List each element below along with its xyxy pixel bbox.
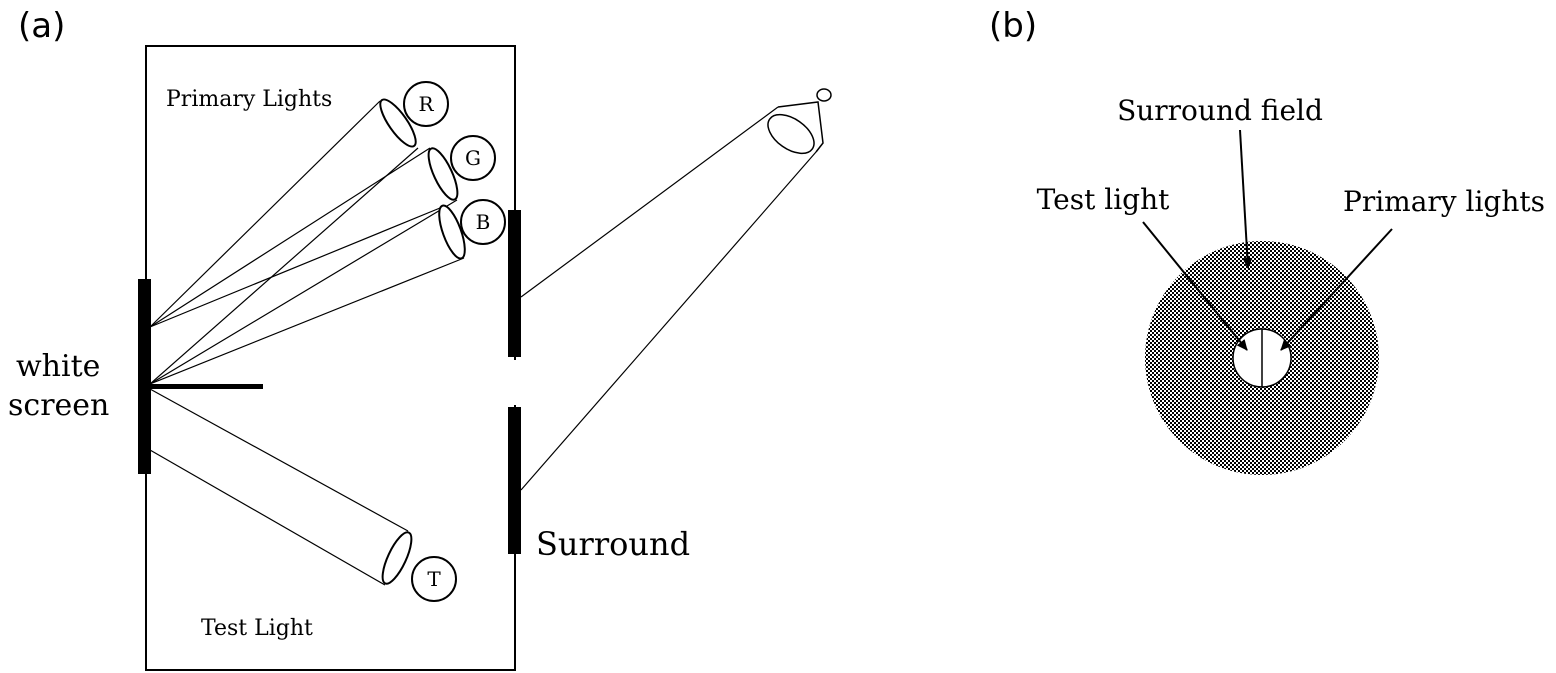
lamp-t-label: T bbox=[427, 567, 441, 591]
lens-b bbox=[438, 204, 466, 260]
white-screen-label-line2: screen bbox=[8, 388, 109, 423]
surround-bar-upper bbox=[508, 210, 521, 357]
projector-lens bbox=[767, 113, 815, 155]
lens-r bbox=[379, 98, 417, 148]
surround-bar-lower bbox=[508, 407, 521, 554]
panel-a-label: (a) bbox=[18, 6, 65, 46]
box-opening-gap bbox=[512, 360, 520, 405]
white-screen-bar bbox=[138, 279, 151, 474]
primary-lights-label-b: Primary lights bbox=[1343, 185, 1545, 218]
arrow-test-light bbox=[1142, 221, 1248, 351]
projector-bulb bbox=[816, 88, 832, 102]
lamp-r: R bbox=[403, 81, 449, 127]
panel-a: (a) bbox=[8, 6, 832, 671]
arrow-surround-field bbox=[1239, 129, 1253, 269]
lamp-g: G bbox=[450, 135, 496, 181]
surround-field-label: Surround field bbox=[1117, 94, 1323, 127]
lamp-b: B bbox=[460, 199, 506, 245]
lamp-g-label: G bbox=[465, 146, 481, 170]
screen-divider bbox=[150, 384, 263, 389]
lamp-r-label: R bbox=[418, 92, 434, 116]
surround-projector bbox=[520, 88, 832, 491]
panel-b-label: (b) bbox=[989, 6, 1037, 46]
test-light-label: Test Light bbox=[201, 616, 313, 641]
lens-t bbox=[381, 531, 413, 585]
arrow-primary-lights bbox=[1280, 228, 1393, 351]
panel-b: (b) Surround field Test light Primary li… bbox=[989, 6, 1545, 475]
test-beam bbox=[149, 388, 409, 586]
surround-label: Surround bbox=[536, 525, 690, 563]
primary-beams bbox=[149, 100, 465, 385]
lens-g bbox=[427, 147, 459, 201]
white-screen-label-line1: white bbox=[16, 349, 100, 384]
primary-lights-label: Primary Lights bbox=[166, 87, 332, 112]
test-light-label-b: Test light bbox=[1037, 183, 1170, 216]
lamp-b-label: B bbox=[476, 210, 491, 234]
lamp-t: T bbox=[411, 556, 457, 602]
